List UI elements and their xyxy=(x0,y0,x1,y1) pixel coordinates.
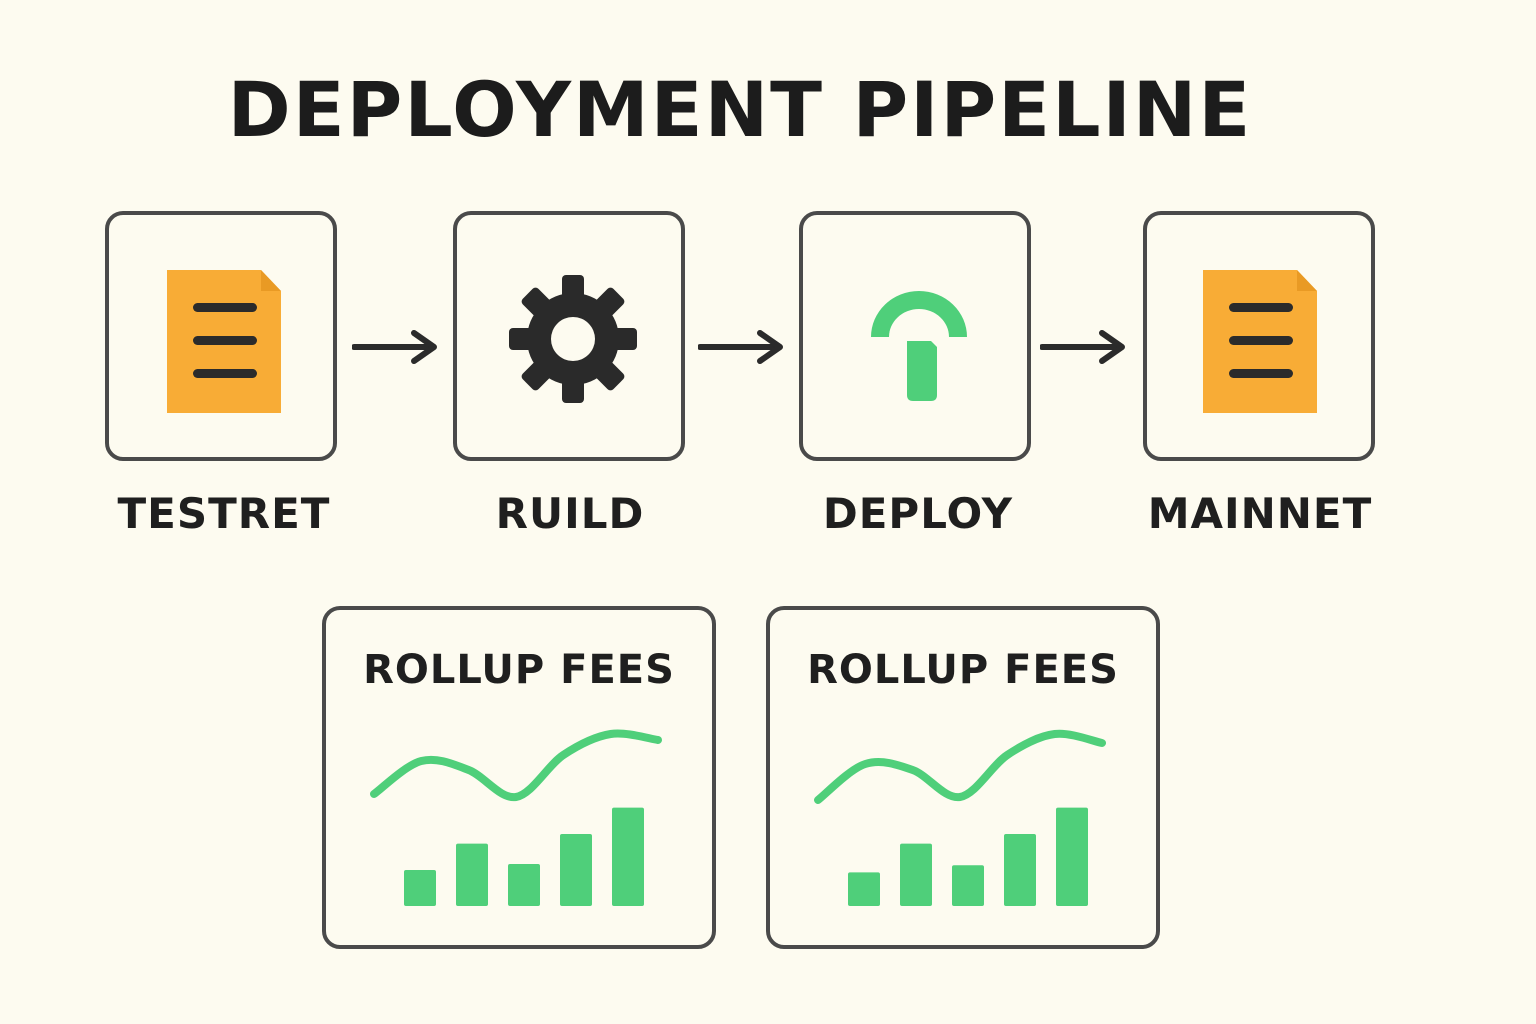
fee-bar xyxy=(508,864,540,906)
gear-icon xyxy=(509,275,637,403)
arrow-right-icon xyxy=(698,330,783,364)
rollup-fees-card-1[interactable]: ROLLUP FEES xyxy=(322,606,716,949)
page-title: DEPLOYMENT PIPELINE xyxy=(227,65,1253,154)
fee-bar xyxy=(560,834,592,906)
card-title: ROLLUP FEES xyxy=(807,647,1119,693)
fee-bar xyxy=(1004,834,1036,906)
card-title: ROLLUP FEES xyxy=(363,647,675,693)
stage-label-testret: TESTRET xyxy=(117,489,331,538)
arrow-right-icon xyxy=(1040,330,1125,364)
document-icon xyxy=(167,270,281,413)
stage-label-deploy: DEPLOY xyxy=(822,489,1014,538)
stage-build[interactable] xyxy=(453,211,685,461)
fee-bar xyxy=(404,870,436,906)
stage-deploy[interactable] xyxy=(799,211,1031,461)
fee-trend-line xyxy=(370,729,662,802)
stage-mainnet[interactable] xyxy=(1143,211,1375,461)
arrow-right-icon xyxy=(352,330,437,364)
upload-arrow-icon xyxy=(871,291,967,401)
fee-bar xyxy=(900,843,932,906)
stage-label-mainnet: MAINNET xyxy=(1147,489,1373,538)
document-icon xyxy=(1203,270,1317,413)
rollup-fees-chart-1 xyxy=(370,729,662,906)
stage-testret[interactable] xyxy=(105,211,337,461)
fee-bar xyxy=(952,865,984,906)
fee-bar xyxy=(1056,807,1088,906)
stage-label-build: RUILD xyxy=(495,489,645,538)
fee-trend-line xyxy=(814,729,1106,804)
rollup-fees-chart-2 xyxy=(814,729,1106,906)
fee-bar xyxy=(612,807,644,906)
fee-bar xyxy=(848,872,880,906)
fee-bar xyxy=(456,843,488,906)
rollup-fees-card-2[interactable]: ROLLUP FEES xyxy=(766,606,1160,949)
